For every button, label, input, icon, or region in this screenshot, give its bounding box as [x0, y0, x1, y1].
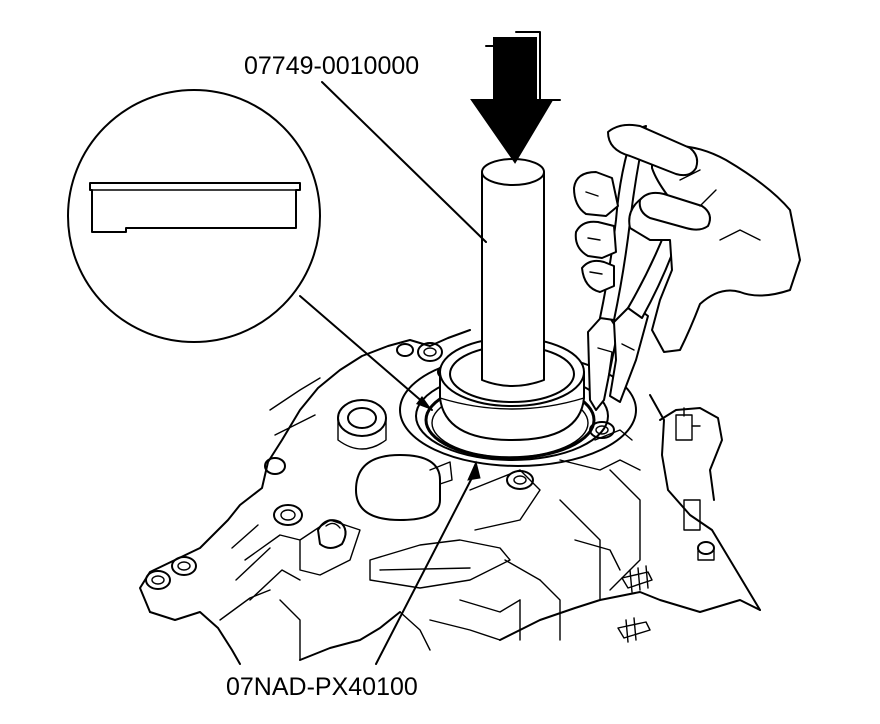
driver-shaft [481, 158, 545, 387]
leader-lines [299, 81, 487, 665]
detail-leader-line [299, 295, 433, 411]
hand-with-snap-ring-pliers [573, 123, 801, 411]
detail-magnifier [67, 89, 321, 343]
down-arrow-icon [470, 31, 561, 164]
bottom-leader-line [375, 469, 477, 665]
transmission-case [139, 329, 761, 665]
top-leader-line [321, 81, 487, 243]
part-number-attachment-label: 07NAD-PX40100 [226, 673, 418, 701]
part-number-driver-label: 07749-0010000 [244, 52, 420, 80]
